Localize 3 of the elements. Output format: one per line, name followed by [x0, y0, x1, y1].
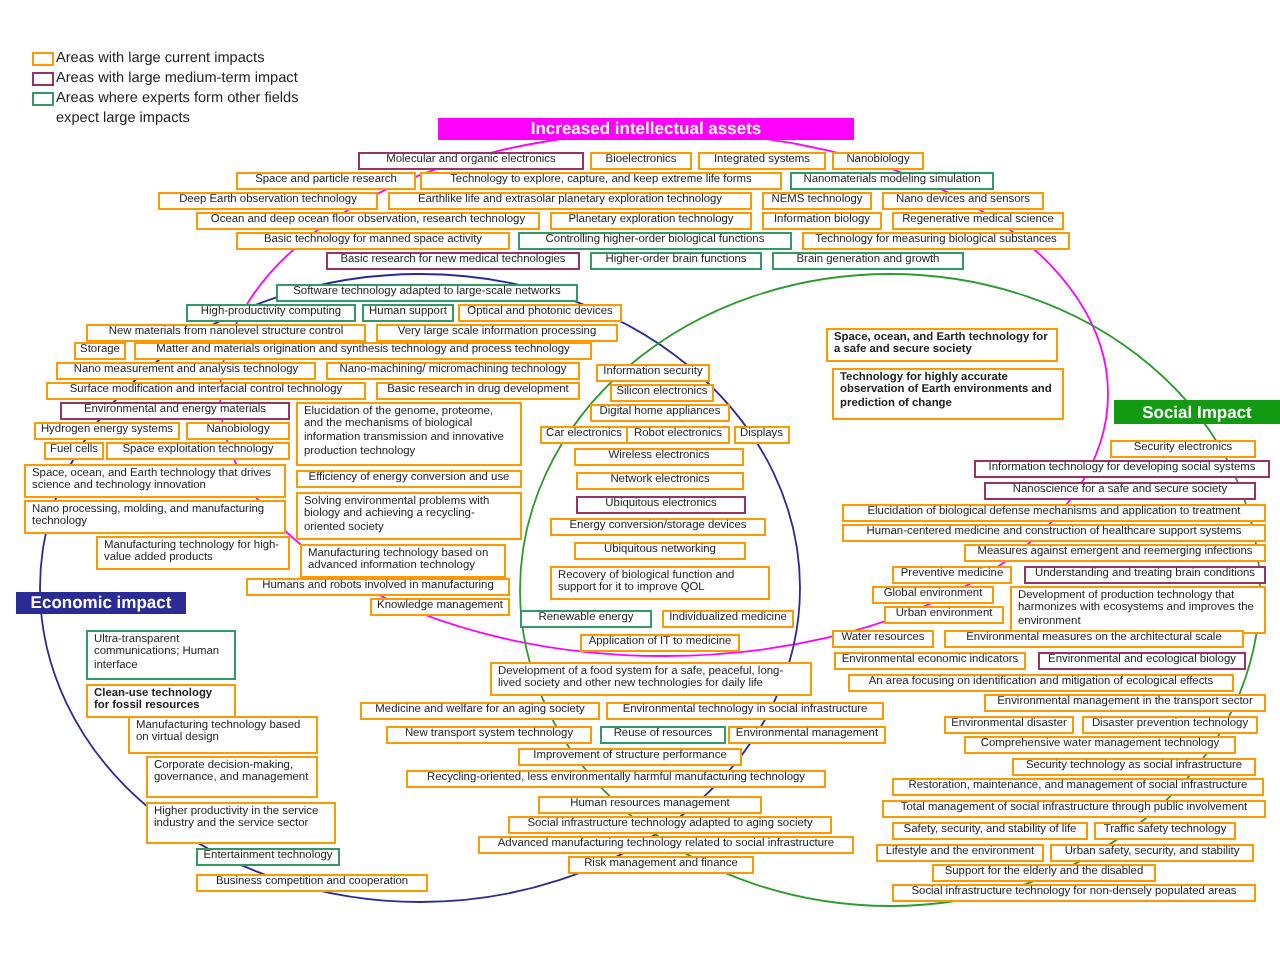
heading-banner: Increased intellectual assets — [438, 118, 854, 140]
heading-banner: Economic impact — [16, 592, 186, 614]
heading-banner: Social Impact — [1114, 400, 1280, 424]
